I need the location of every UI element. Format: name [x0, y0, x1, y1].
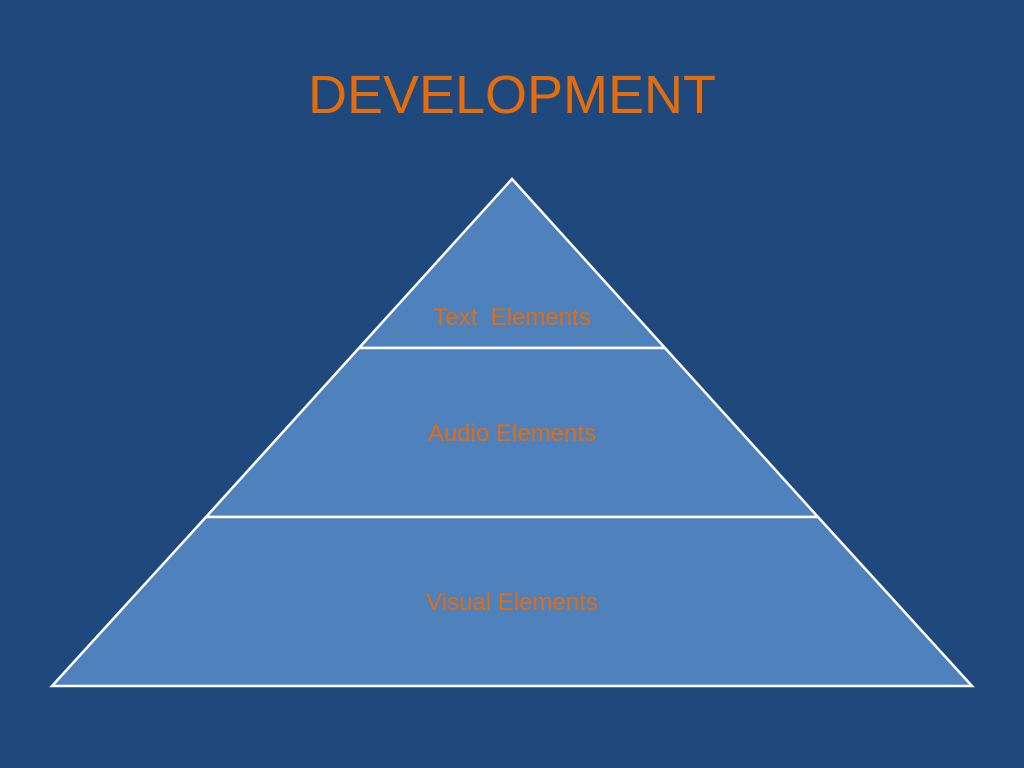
pyramid-layer-top-label: Text Elements [433, 304, 590, 331]
pyramid-layer-middle-label: Audio Elements [428, 420, 596, 447]
pyramid-layer-bottom [49, 515, 975, 688]
slide-title: DEVELOPMENT [307, 65, 717, 125]
pyramid-layer-bottom-label: Visual Elements [426, 589, 598, 616]
